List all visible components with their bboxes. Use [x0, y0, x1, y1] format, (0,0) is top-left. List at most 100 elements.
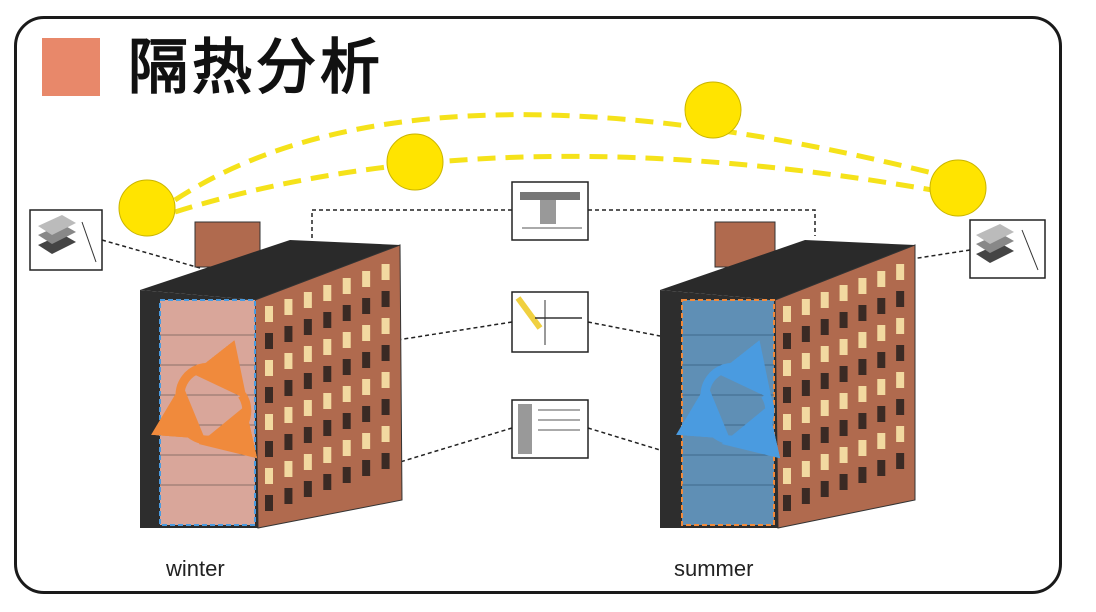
summer-circulation-arrow	[721, 392, 781, 459]
window	[265, 414, 273, 430]
window	[323, 285, 332, 301]
window	[839, 339, 848, 355]
title-marker	[42, 38, 100, 96]
window	[877, 271, 886, 287]
leader-lines	[101, 209, 971, 463]
window	[362, 379, 371, 395]
window	[820, 427, 829, 443]
window	[303, 400, 312, 416]
window	[896, 372, 905, 388]
detail-thumbnail-sunshade	[511, 291, 589, 353]
window	[284, 461, 293, 477]
diagram-frame	[14, 16, 1062, 594]
winter-circulation-arrow	[198, 392, 258, 459]
window	[284, 434, 293, 450]
window	[783, 360, 791, 376]
window	[839, 366, 848, 382]
window	[820, 454, 829, 470]
sun-icon	[386, 133, 444, 191]
window	[877, 460, 886, 476]
window	[362, 271, 371, 287]
winter-atrium-panel	[159, 299, 256, 526]
window	[839, 474, 848, 490]
building-summer	[660, 221, 916, 529]
sun-paths	[173, 112, 961, 215]
window	[381, 264, 390, 280]
window	[381, 453, 390, 469]
sun-path-low	[174, 153, 961, 215]
window	[323, 393, 332, 409]
window	[839, 285, 848, 301]
window	[362, 298, 371, 314]
window	[303, 292, 312, 308]
summer-circulation-arrow	[676, 383, 736, 445]
window	[303, 454, 312, 470]
window	[801, 299, 810, 315]
window	[820, 373, 829, 389]
window	[381, 291, 390, 307]
window	[381, 426, 390, 442]
window	[284, 488, 293, 504]
window	[896, 291, 905, 307]
window	[323, 447, 332, 463]
window	[265, 333, 273, 349]
page-title: 隔热分析	[128, 33, 384, 103]
window	[877, 433, 886, 449]
window	[303, 427, 312, 443]
window	[839, 393, 848, 409]
window	[265, 387, 273, 403]
window	[858, 305, 867, 321]
window	[303, 481, 312, 497]
window	[342, 440, 351, 456]
window	[381, 399, 390, 415]
window	[362, 325, 371, 341]
sun-icon	[684, 81, 742, 139]
window	[303, 319, 312, 335]
window	[820, 292, 829, 308]
window	[877, 379, 886, 395]
window	[858, 278, 867, 294]
window	[342, 332, 351, 348]
window	[342, 467, 351, 483]
window	[362, 352, 371, 368]
window	[284, 299, 293, 315]
window	[783, 495, 791, 511]
window	[783, 333, 791, 349]
detail-thumbnail-left	[29, 209, 103, 271]
window	[265, 306, 273, 322]
window	[801, 488, 810, 504]
building-winter	[140, 221, 403, 529]
window	[783, 441, 791, 457]
window	[896, 264, 905, 280]
window	[877, 325, 886, 341]
window	[284, 407, 293, 423]
window	[839, 312, 848, 328]
window	[265, 468, 273, 484]
window	[284, 380, 293, 396]
window	[362, 460, 371, 476]
sun-path-high	[173, 112, 961, 203]
window	[783, 387, 791, 403]
window	[303, 346, 312, 362]
window	[858, 467, 867, 483]
window	[284, 326, 293, 342]
window	[801, 434, 810, 450]
window	[896, 426, 905, 442]
window	[820, 481, 829, 497]
window	[342, 386, 351, 402]
window	[858, 332, 867, 348]
window	[342, 305, 351, 321]
window	[284, 353, 293, 369]
detail-thumbnail-wall	[511, 399, 589, 459]
window	[303, 373, 312, 389]
window	[323, 366, 332, 382]
window	[858, 359, 867, 375]
sun-icon	[118, 179, 176, 237]
window	[896, 399, 905, 415]
window	[381, 372, 390, 388]
window	[342, 413, 351, 429]
window	[801, 461, 810, 477]
window	[858, 413, 867, 429]
window	[801, 380, 810, 396]
